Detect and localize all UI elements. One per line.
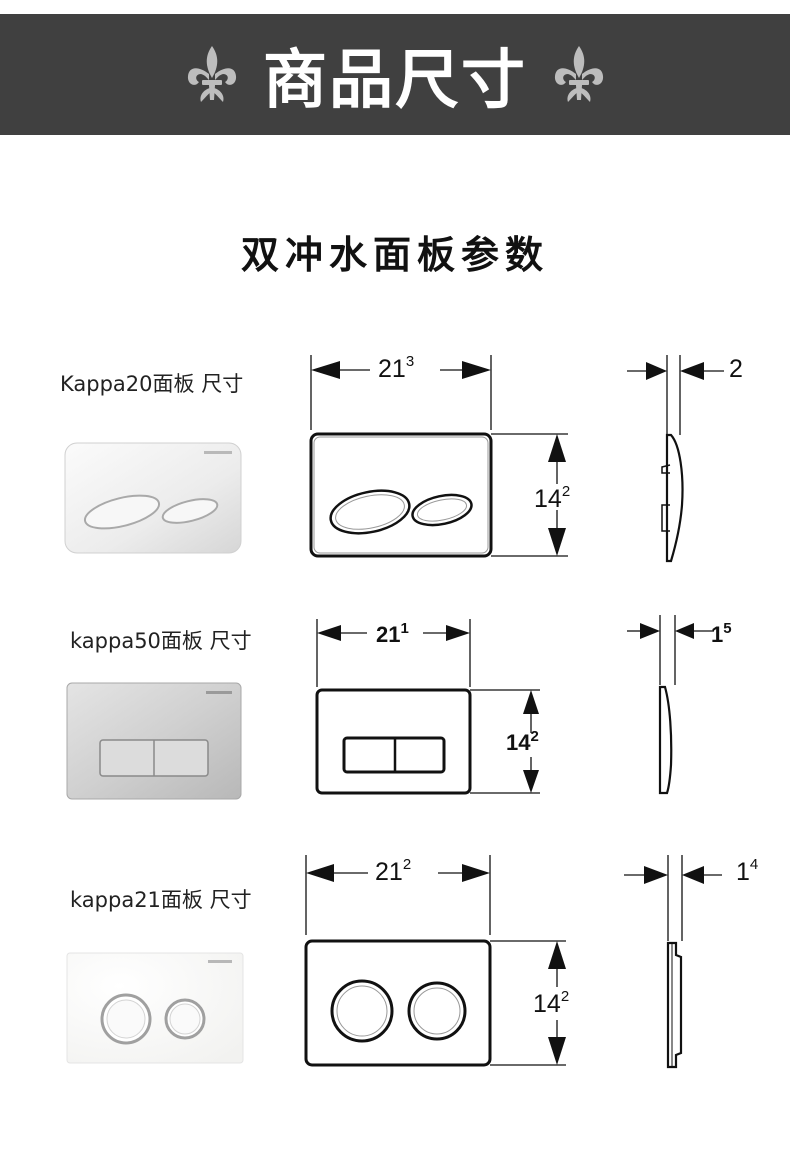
- front-dimension-drawing: [304, 855, 566, 1067]
- panel-label: Kappa20面板 尺寸: [60, 372, 244, 396]
- depth-dimension: 14: [736, 856, 759, 886]
- panel-photo-kappa21: [66, 952, 244, 1064]
- front-dimension-drawing: [315, 619, 540, 795]
- width-dimension: 213: [378, 353, 415, 383]
- side-profile-drawing: [624, 855, 722, 1069]
- front-dimension-drawing: [309, 355, 568, 558]
- height-dimension: 142: [506, 728, 539, 755]
- depth-dimension: 15: [711, 620, 732, 647]
- width-dimension: 212: [375, 856, 412, 886]
- panel-photo-kappa20: [64, 442, 242, 554]
- width-dimension: 211: [376, 620, 409, 647]
- panel-photo-kappa50: [66, 682, 242, 800]
- page-title: 商品尺寸: [263, 43, 527, 118]
- fleur-de-lis-icon: [187, 46, 237, 102]
- height-dimension: 142: [533, 988, 570, 1018]
- side-profile-drawing: [627, 355, 724, 563]
- section-subtitle: 双冲水面板参数: [240, 233, 549, 277]
- height-dimension: 142: [534, 483, 571, 513]
- side-profile-drawing: [627, 615, 714, 795]
- panel-label: kappa21面板 尺寸: [70, 888, 252, 912]
- header-banner: [0, 14, 790, 135]
- panel-label: kappa50面板 尺寸: [70, 629, 252, 653]
- depth-dimension: 2: [729, 355, 743, 383]
- fleur-de-lis-icon: [554, 46, 604, 102]
